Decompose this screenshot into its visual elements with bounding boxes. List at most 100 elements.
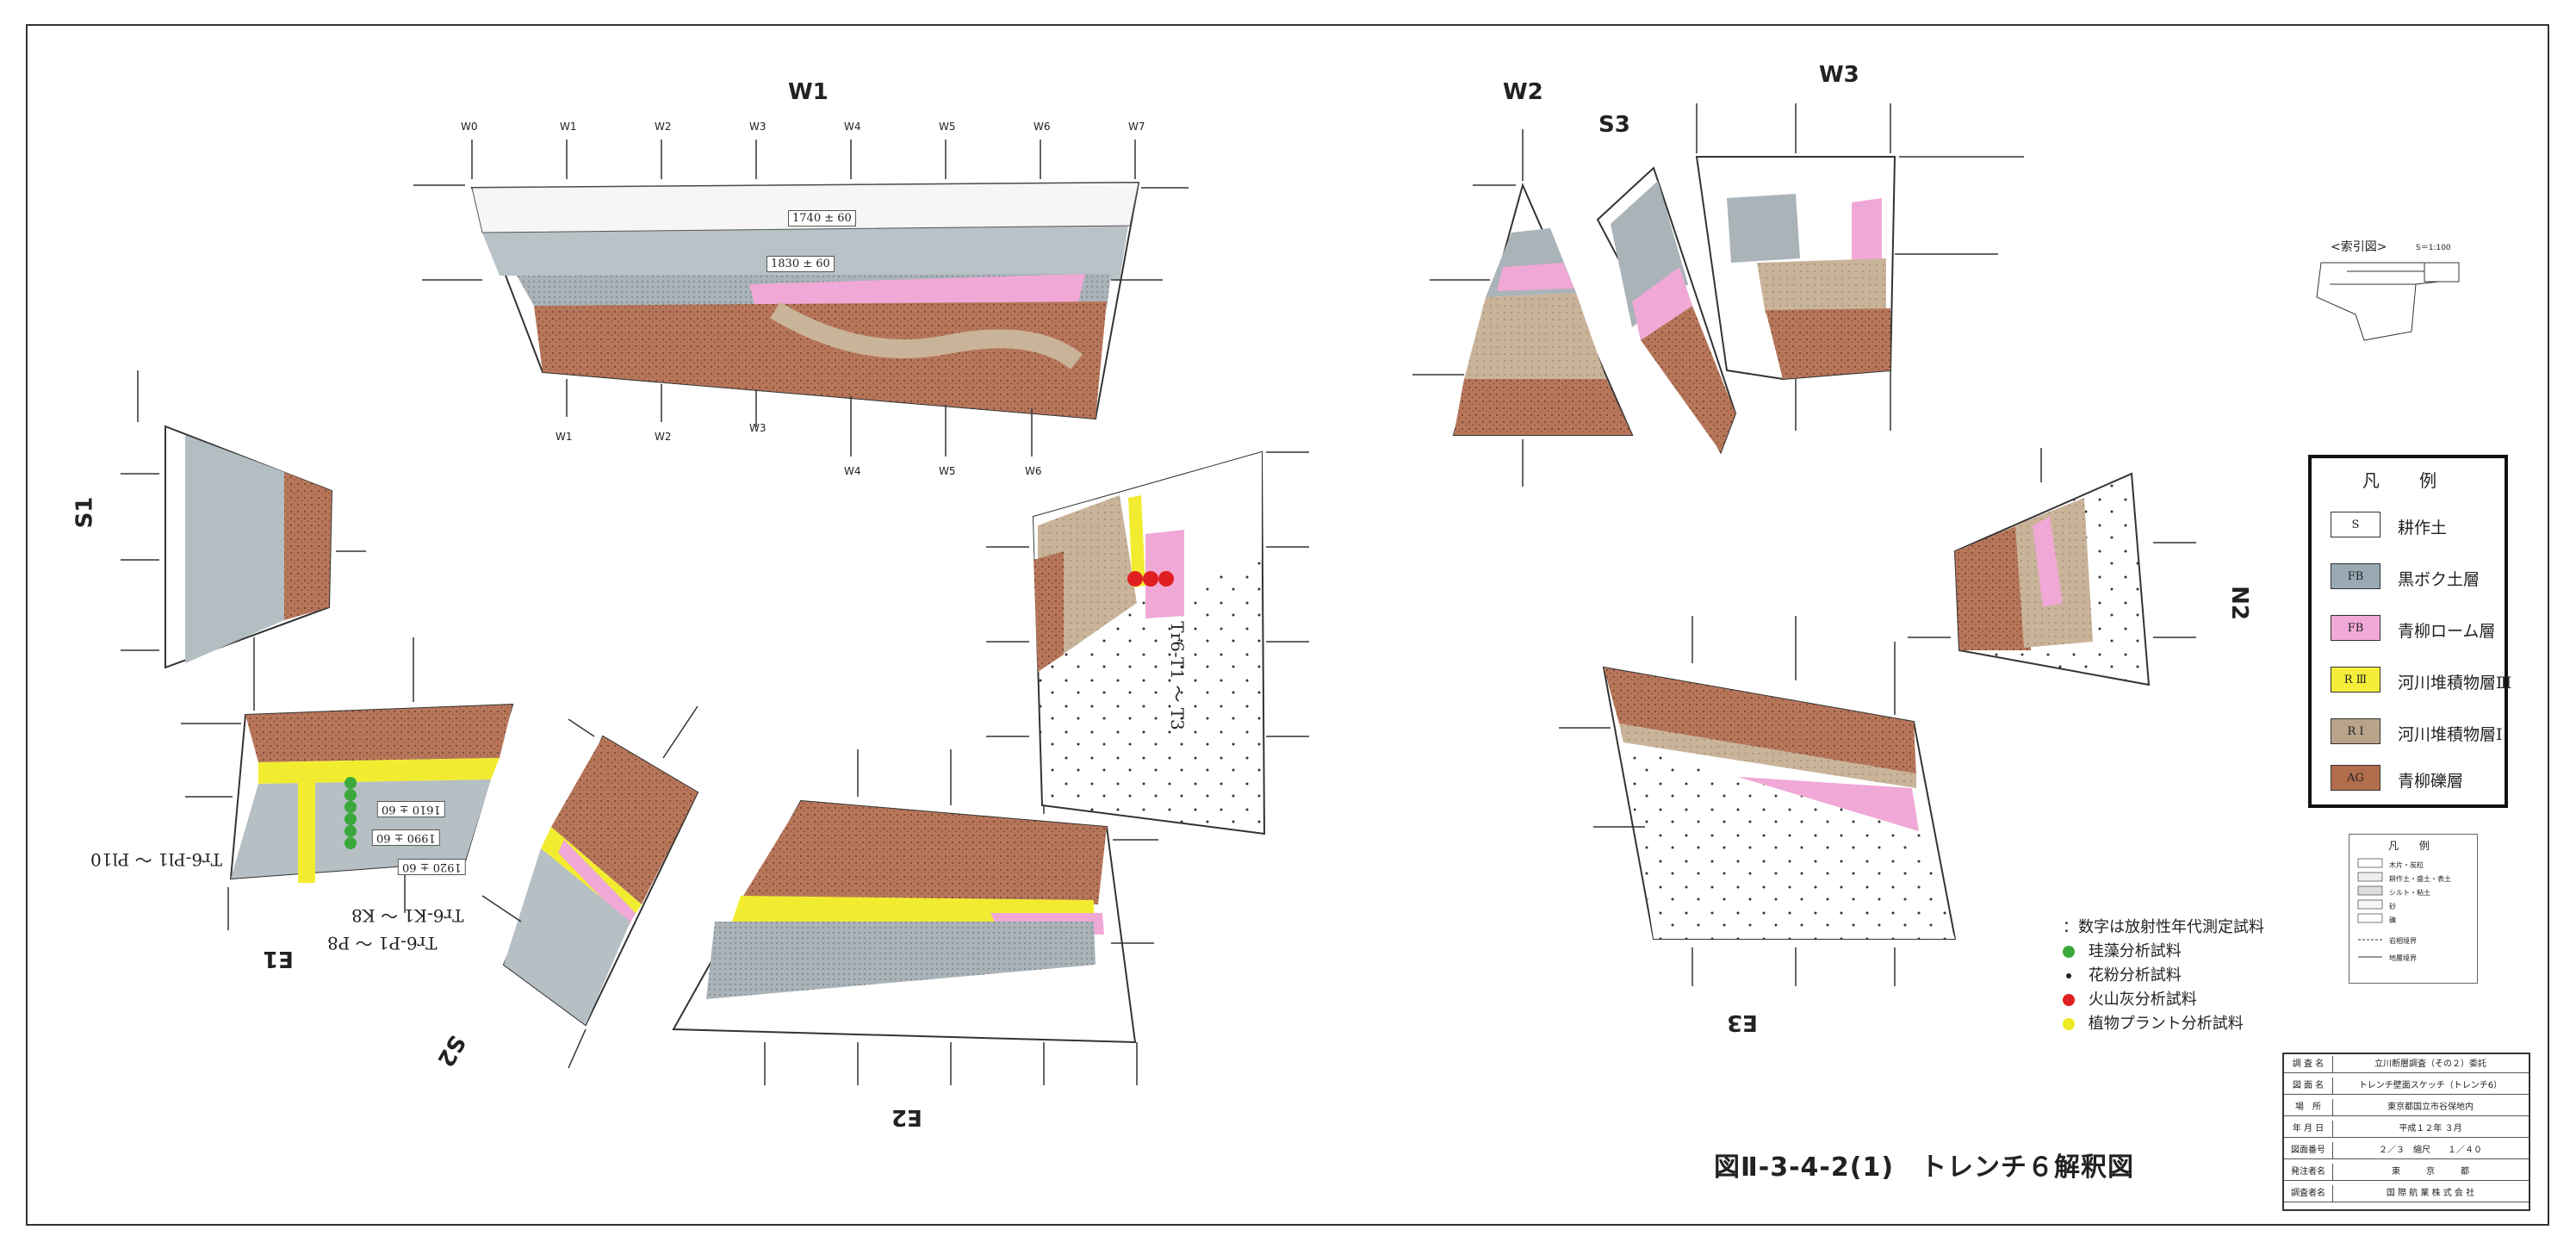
title-block-key: 場 所 [2284,1099,2333,1115]
diatom-sample-markers [345,777,357,854]
tick-label: W1 [560,121,577,133]
legend-swatch: R Ⅲ [2331,667,2380,693]
legend-label: 耕作土 [2398,519,2448,537]
legend-swatch: FB [2331,615,2380,641]
s2-wall-panel [481,705,699,1069]
index-map [2316,262,2460,341]
tick-label: W5 [939,465,956,477]
title-block-key: 図 面 名 [2284,1078,2333,1094]
title-block-key: 図面番号 [2284,1142,2333,1158]
wall-label-w1: W1 [788,79,829,105]
symbol-legend-item: 砂 [2389,903,2396,910]
w3-wall-panel [1695,103,2024,431]
e2-wall-panel [672,749,1158,1085]
index-map-scale: S＝1:100 [2416,244,2451,252]
legend-swatch: AG [2331,765,2380,791]
title-block-row: 場 所 東京都国立市谷保地内 [2284,1099,2529,1116]
sample-series-pl: Tr6-Pl1 ～ Pl10 [90,849,222,870]
sample-series-p: Tr6-P1 ～ P8 [327,933,438,953]
tephra-dot-icon [2063,994,2075,1006]
legend-swatch: R Ⅰ [2331,718,2380,744]
tick-label: W2 [655,121,672,133]
sample-legend-item: 植物プラント分析試料 [2063,1011,2244,1034]
symbol-legend-item: 岩相境界 [2389,937,2417,945]
wall-label-e2: E2 [891,1104,922,1130]
wall-label-w3: W3 [1819,62,1859,88]
tick-label: W5 [939,121,956,133]
sample-legend-label: ：数字は放射性年代測定試料 [2063,918,2264,936]
w2-wall-panel [1412,129,1634,487]
sample-legend-label: 花粉分析試料 [2088,966,2182,984]
symbol-legend-item: シルト・粘土 [2389,889,2430,897]
s1-wall-panel [121,370,366,669]
wall-label-e1: E1 [263,946,294,972]
w1-wall-panel [413,140,1189,457]
n3-wall-panel [986,450,1309,835]
symbol-legend-title: 凡 例 [2388,840,2438,852]
stratigraphy-legend: 凡 例 S 耕作土 FB 黒ボク土層 FB 青柳ローム層 R Ⅲ 河川堆積物層Ⅲ… [2308,455,2511,808]
legend-item: FB 青柳ローム層 [2331,615,2503,643]
wall-label-n2: N2 [2225,586,2252,620]
drawing-title-block: 調 査 名 立川断層調査（その２）委託 図 面 名 トレンチ壁面スケッチ（トレン… [2282,1053,2530,1211]
title-block-row: 図 面 名 トレンチ壁面スケッチ（トレンチ6） [2284,1078,2529,1095]
tick-label: W3 [749,121,767,133]
wall-label-w2: W2 [1503,79,1543,105]
e3-wall-panel [1559,616,1957,986]
wall-label-s3: S3 [1598,112,1630,138]
sample-legend-label: 珪藻分析試料 [2088,942,2182,960]
symbol-legend-item: 地層境界 [2389,954,2417,962]
sample-legend-item: 花粉分析試料 [2063,963,2182,985]
sample-series-t: Tr6-T1 ～ T3 [1166,621,1188,730]
tick-label: W4 [844,465,861,477]
tick-label: W6 [1034,121,1051,133]
tick-label: W3 [749,422,767,434]
index-map-title: <索引図> [2331,240,2387,254]
title-block-row: 調査者名 国 際 航 業 株 式 会 社 [2284,1185,2529,1202]
symbol-legend: 凡 例 木片・炭粒 耕作土・盛土・表土 シルト・粘土 砂 礫 岩相境界 地層境界 [2349,834,2478,984]
wall-label-s1: S1 [71,496,98,529]
s3-wall-panel [1596,166,1737,455]
figure-title: 図Ⅱ-3-4-2(1) トレンチ６解釈図 [1714,1152,2135,1183]
sample-series-k: Tr6-K1 ～ K8 [351,905,464,926]
wall-label-e3: E3 [1727,1009,1758,1035]
radiocarbon-date-1830: 1830 ± 60 [767,256,835,272]
title-block-value: ２／３ 縮尺 １／４０ [2379,1146,2482,1155]
legend-label: 河川堆積物層Ⅲ [2398,674,2512,693]
legend-label: 青柳礫層 [2398,772,2464,791]
symbol-legend-item: 耕作土・盛土・表土 [2389,875,2451,883]
legend-label: 黒ボク土層 [2398,570,2480,589]
diatom-dot-icon [2063,946,2075,958]
pollen-dot-icon [2066,973,2071,978]
symbol-swatches [2357,858,2383,958]
title-block-row: 発注者名 東 京 都 [2284,1164,2529,1181]
legend-title: 凡 例 [2362,470,2455,491]
legend-label: 河川堆積物層Ⅰ [2398,725,2503,744]
title-block-row: 図面番号 ２／３ 縮尺 １／４０ [2284,1142,2529,1159]
sample-legend-label: 火山灰分析試料 [2088,991,2197,1009]
title-block-key: 調 査 名 [2284,1056,2333,1072]
radiocarbon-date-1610: 1610 ± 60 [377,801,445,817]
radiocarbon-date-1990: 1990 ± 60 [372,829,440,846]
title-block-row: 調 査 名 立川断層調査（その２）委託 [2284,1056,2529,1073]
legend-item: FB 黒ボク土層 [2331,563,2503,591]
w1-top-tick-labels: W0 W1 W2 W3 W4 W5 W6 W7 [461,121,1150,138]
radiocarbon-date-1740: 1740 ± 60 [788,210,856,227]
title-block-key: 発注者名 [2284,1164,2333,1180]
title-block-value: 国 際 航 業 株 式 会 社 [2386,1189,2475,1198]
sample-legend-item: ：数字は放射性年代測定試料 [2063,915,2264,937]
legend-swatch: FB [2331,563,2380,589]
title-block-value: 平成１２年 ３月 [2399,1124,2462,1134]
title-block-row: 年 月 日 平成１２年 ３月 [2284,1121,2529,1138]
tick-label: W4 [844,121,861,133]
title-block-value: 東京都国立市谷保地内 [2387,1102,2474,1112]
phytolith-dot-icon [2063,1018,2075,1030]
tick-label: W6 [1025,465,1042,477]
tick-label: W2 [655,431,672,443]
w1-bottom-tick-labels: W1 W2 W3 W4 W5 W6 [556,422,1072,482]
legend-item: R Ⅲ 河川堆積物層Ⅲ [2331,667,2511,694]
legend-label: 青柳ローム層 [2398,622,2496,641]
sheet-border [26,24,2549,1226]
tick-label: W7 [1128,121,1145,133]
